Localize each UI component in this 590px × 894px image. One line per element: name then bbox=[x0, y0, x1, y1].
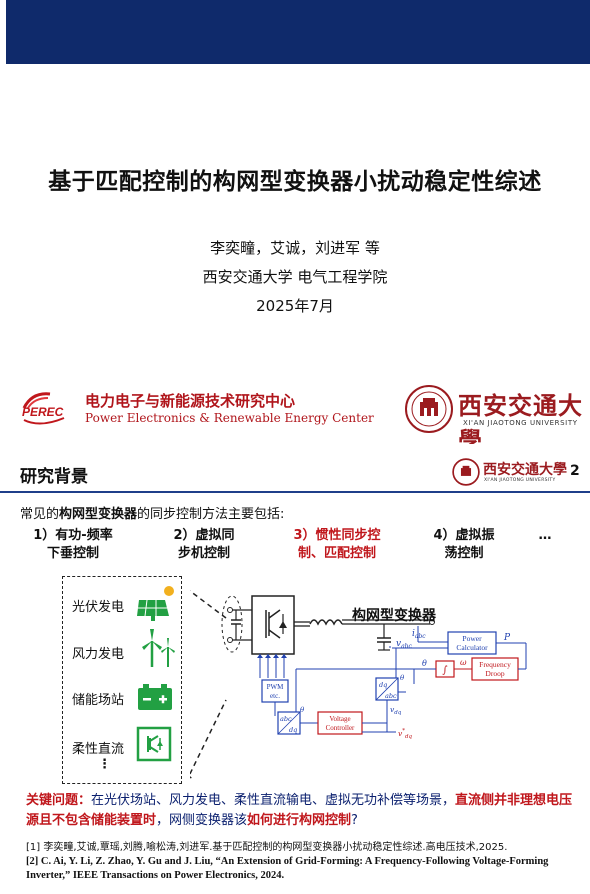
svg-text:vabc: vabc bbox=[396, 639, 413, 650]
svg-text:∫: ∫ bbox=[442, 665, 447, 676]
center-name-en: Power Electronics & Renewable Energy Cen… bbox=[85, 411, 374, 425]
university-name-cn: 西安交通大學 bbox=[483, 462, 567, 478]
svg-text:θ: θ bbox=[300, 706, 305, 714]
slide-title: 基于匹配控制的构网型变换器小扰动稳定性综述 bbox=[48, 169, 542, 195]
converter-igbt-icon bbox=[136, 726, 172, 762]
sources-box bbox=[62, 576, 182, 784]
method-3: 3）惯性同步控制、匹配控制 bbox=[293, 528, 381, 561]
source-label-wind: 风力发电 bbox=[72, 647, 125, 662]
university-seal-icon bbox=[452, 458, 480, 486]
header-divider bbox=[0, 491, 590, 493]
perec-logo: PEREC bbox=[22, 392, 65, 425]
svg-text:abc: abc bbox=[280, 715, 292, 723]
dc-link-highlight bbox=[221, 595, 243, 653]
svg-text:Droop: Droop bbox=[485, 669, 504, 678]
date: 2025年7月 bbox=[256, 297, 334, 315]
svg-text:Voltage: Voltage bbox=[329, 715, 350, 723]
svg-text:abc: abc bbox=[385, 692, 397, 700]
battery-icon bbox=[138, 684, 172, 710]
svg-text:P: P bbox=[503, 633, 511, 643]
center-name-cn: 电力电子与新能源技术研究中心 bbox=[85, 392, 296, 410]
source-label-storage: 储能场站 bbox=[72, 693, 125, 708]
title-slide: 基于匹配控制的构网型变换器小扰动稳定性综述 李奕疃，艾诚，刘进军 等 西安交通大… bbox=[0, 0, 590, 455]
solar-panel-icon bbox=[137, 586, 174, 621]
svg-text:Frequency: Frequency bbox=[479, 660, 511, 669]
intro-text: 常见的构网型变换器的同步控制方法主要包括: bbox=[20, 507, 285, 522]
svg-text:dq: dq bbox=[379, 681, 387, 689]
svg-text:PWM: PWM bbox=[267, 683, 285, 691]
source-label-hvdc: 柔性直流 bbox=[72, 742, 125, 757]
slide-heading: 研究背景 bbox=[20, 467, 88, 487]
method-1: 1）有功-频率下垂控制 bbox=[33, 528, 113, 561]
reference-2: [2] C. Ai, Y. Li, Z. Zhao, Y. Gu and J. … bbox=[26, 856, 549, 881]
svg-text:iabc: iabc bbox=[412, 629, 426, 640]
wind-turbine-icon bbox=[142, 629, 175, 667]
svg-text:Power: Power bbox=[462, 634, 482, 643]
background-slide: 研究背景 西安交通大學 XI'AN JIAOTONG UNIVERSITY 2 … bbox=[0, 444, 590, 894]
reference-1: [1] 李奕疃,艾诚,覃瑶,刘腾,喻松涛,刘进军.基于匹配控制的构网型变换器小扰… bbox=[26, 842, 508, 853]
svg-text:vdq: vdq bbox=[390, 705, 402, 716]
svg-text:θ: θ bbox=[400, 674, 405, 682]
converter-box bbox=[251, 595, 295, 655]
university-seal-icon bbox=[405, 385, 453, 433]
affiliation: 西安交通大学 电气工程学院 bbox=[202, 268, 388, 286]
method-more: … bbox=[538, 528, 552, 543]
svg-text:θ: θ bbox=[422, 659, 427, 668]
university-name-en: XI'AN JIAOTONG UNIVERSITY bbox=[463, 419, 578, 427]
sources-more: ⋮ bbox=[98, 757, 111, 772]
method-4: 4）虚拟振荡控制 bbox=[433, 528, 495, 561]
source-label-pv: 光伏发电 bbox=[72, 600, 125, 615]
control-block-diagram: iabc vabc Power Calculator P Frequency D… bbox=[190, 590, 527, 779]
references: [1] 李奕疃,艾诚,覃瑶,刘腾,喻松涛,刘进军.基于匹配控制的构网型变换器小扰… bbox=[26, 841, 576, 883]
perec-logo-text: PEREC bbox=[22, 405, 64, 419]
zoom-line-top bbox=[190, 590, 227, 619]
method-2: 2）虚拟同步机控制 bbox=[173, 528, 235, 561]
page-number: 2 bbox=[570, 463, 580, 479]
svg-text:Calculator: Calculator bbox=[456, 643, 488, 652]
svg-text:etc.: etc. bbox=[270, 692, 280, 700]
svg-text:ω: ω bbox=[460, 658, 467, 667]
authors: 李奕疃，艾诚，刘进军 等 bbox=[210, 239, 380, 257]
zoom-line-bottom bbox=[190, 699, 227, 776]
svg-text:v*dq: v*dq bbox=[398, 728, 413, 740]
key-question: 关键问题：在光伏场站、风力发电、柔性直流输电、虚拟无功补偿等场景，直流侧并非理想… bbox=[26, 793, 573, 828]
university-name-en: XI'AN JIAOTONG UNIVERSITY bbox=[484, 478, 556, 483]
top-banner bbox=[6, 0, 590, 64]
svg-text:Controller: Controller bbox=[326, 724, 355, 732]
diagram-label: 构网型变换器 bbox=[352, 608, 436, 624]
svg-text:dq: dq bbox=[289, 726, 297, 734]
